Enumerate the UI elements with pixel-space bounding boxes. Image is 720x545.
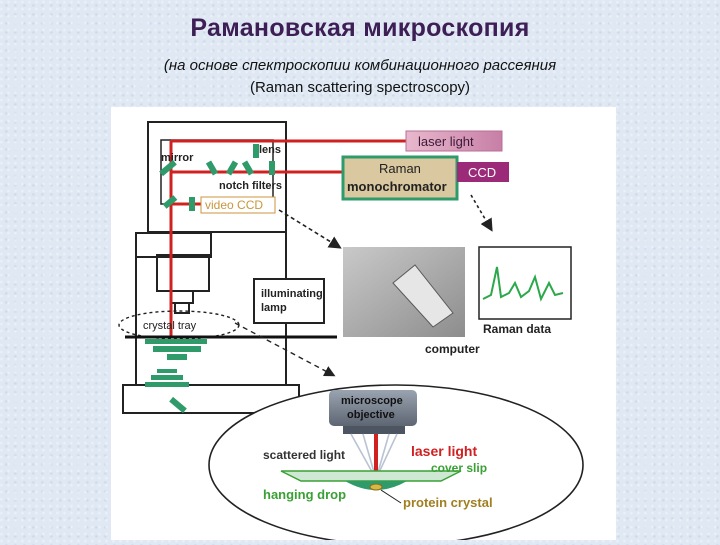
computer-label: computer: [425, 342, 480, 356]
notch-filters-label: notch filters: [219, 180, 282, 192]
objective-label: objective: [347, 409, 395, 421]
stage-layer-2: [153, 346, 201, 352]
zoom-leader-arrow: [234, 322, 336, 377]
raman-data-label: Raman data: [483, 322, 551, 336]
stage-layer-1: [145, 339, 207, 344]
notch-filter-1: [205, 160, 219, 176]
lamp-mirror: [169, 396, 187, 414]
video-ccd-label: video CCD: [205, 198, 263, 212]
notch-filter-4: [269, 161, 275, 175]
crystal-tray-label: crystal tray: [143, 320, 197, 332]
video-to-computer-arrow: [278, 209, 342, 249]
microscope-objective-body: [329, 390, 417, 426]
mirror-shape: [159, 159, 177, 177]
notch-filter-2: [225, 160, 239, 176]
cover-slip-shape: [280, 470, 462, 482]
hanging-drop-label: hanging drop: [263, 487, 346, 502]
base-layer-1: [157, 369, 177, 373]
stage-layer-3: [167, 354, 187, 360]
microscope-label: microscope: [341, 395, 403, 407]
notch-filter-3: [241, 160, 255, 176]
video-ccd-box: [200, 196, 276, 214]
raman-label: Raman: [379, 161, 421, 176]
lamp-label: lamp: [261, 302, 287, 314]
video-mirror: [162, 195, 178, 209]
base-layer-3: [145, 382, 189, 387]
illuminating-label: illuminating: [261, 288, 323, 300]
raman-microscope-diagram: illuminating lamp laser light mirror len…: [118, 121, 584, 545]
protein-crystal-label: protein crystal: [403, 495, 493, 510]
page-title: Рамановская микроскопия: [190, 14, 530, 42]
video-lens: [189, 197, 195, 211]
subtitle-line-2: (Raman scattering spectroscopy): [249, 79, 471, 96]
protein-crystal-shape: [369, 483, 383, 491]
ccd-label: CCD: [468, 165, 496, 180]
laser-light-label: laser light: [418, 134, 474, 149]
protein-crystal-pointer: [380, 489, 402, 504]
raman-monochromator-box: [341, 155, 459, 201]
monochromator-label: monochromator: [347, 179, 447, 194]
crystal-image: [392, 264, 454, 328]
zoom-laser-light-label: laser light: [411, 443, 477, 459]
zoom-detail-ellipse: [208, 384, 584, 545]
scattered-light-label: scattered light: [263, 448, 345, 462]
illuminating-lamp-box: [253, 278, 325, 324]
mirror-label: mirror: [161, 152, 194, 164]
laser-beam-path: [169, 139, 406, 337]
ccd-box: [457, 162, 509, 182]
lens-label: lens: [259, 144, 281, 156]
ccd-to-computer-arrow: [470, 194, 493, 232]
diagram-panel: illuminating lamp laser light mirror len…: [111, 107, 616, 545]
lens-shape-1: [253, 144, 259, 158]
base-layer-2: [151, 375, 183, 380]
subtitle-line-1: (на основе спектроскопии комбинационного…: [163, 57, 557, 74]
raman-spectrum-line: [482, 266, 564, 302]
cover-slip-label: cover slip: [431, 461, 487, 475]
laser-source-box: [405, 130, 503, 152]
objective-tip: [343, 426, 405, 434]
